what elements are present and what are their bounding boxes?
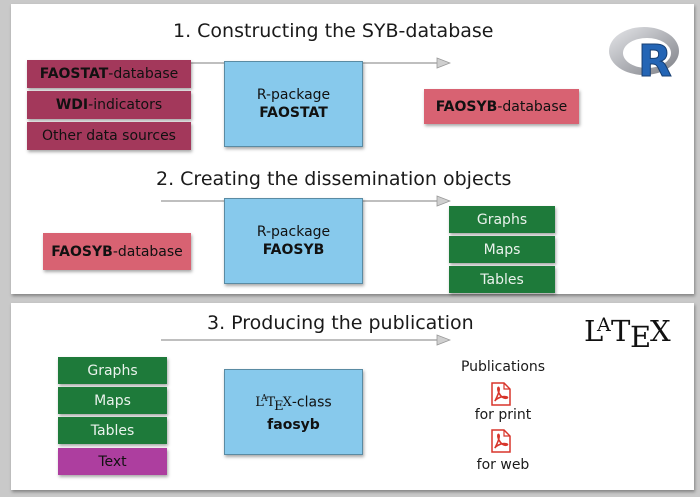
source-wdi-box: WDI-indicators — [27, 91, 191, 119]
r-package-faosyb-box: R-package FAOSYB — [224, 198, 363, 284]
source-stack: FAOSTAT-database WDI-indicators Other da… — [27, 60, 191, 150]
latex-inline-logo-icon: LATEX — [255, 394, 292, 414]
publications-title: Publications — [460, 359, 546, 375]
for-web-label: for web — [476, 457, 530, 473]
output-graphs-box: Graphs — [449, 206, 555, 233]
section2-title: 2. Creating the dissemination objects — [156, 168, 512, 190]
input-graphs-box: Graphs — [58, 357, 167, 384]
source-faostat-box: FAOSTAT-database — [27, 60, 191, 88]
top-panel: 1. Constructing the SYB-database R FAOST… — [11, 4, 694, 294]
pdf-web-icon[interactable] — [490, 429, 512, 453]
latex-logo-icon: L A T E X — [584, 314, 671, 351]
r-logo-icon: R — [609, 27, 679, 81]
bottom-panel: 3. Producing the publication L A T E X G… — [11, 303, 694, 490]
source-other-box: Other data sources — [27, 122, 191, 150]
pdf-print-icon[interactable] — [490, 382, 512, 406]
svg-text:T: T — [611, 314, 631, 348]
for-print-label: for print — [474, 407, 532, 423]
section1-title: 1. Constructing the SYB-database — [173, 20, 494, 42]
svg-text:R: R — [638, 36, 672, 81]
output-maps-box: Maps — [449, 236, 555, 263]
faosyb-database-input-box: FAOSYB-database — [43, 233, 191, 270]
r-package-faostat-box: R-package FAOSTAT — [224, 61, 363, 147]
svg-text:L: L — [584, 314, 603, 348]
output-tables-box: Tables — [449, 266, 555, 293]
svg-text:X: X — [650, 314, 671, 348]
input-tables-box: Tables — [58, 417, 167, 444]
faosyb-database-output-box: FAOSYB-database — [424, 89, 579, 124]
latex-class-faosyb-box: LATEX-class faosyb — [224, 369, 363, 455]
svg-text:E: E — [630, 320, 651, 351]
input-text-box: Text — [58, 448, 167, 475]
dissemination-output-stack: Graphs Maps Tables — [449, 206, 555, 293]
section3-title: 3. Producing the publication — [207, 312, 474, 334]
svg-text:A: A — [596, 314, 611, 336]
publication-input-stack: Graphs Maps Tables — [58, 357, 167, 444]
input-maps-box: Maps — [58, 387, 167, 414]
section3-arrow — [161, 334, 451, 346]
